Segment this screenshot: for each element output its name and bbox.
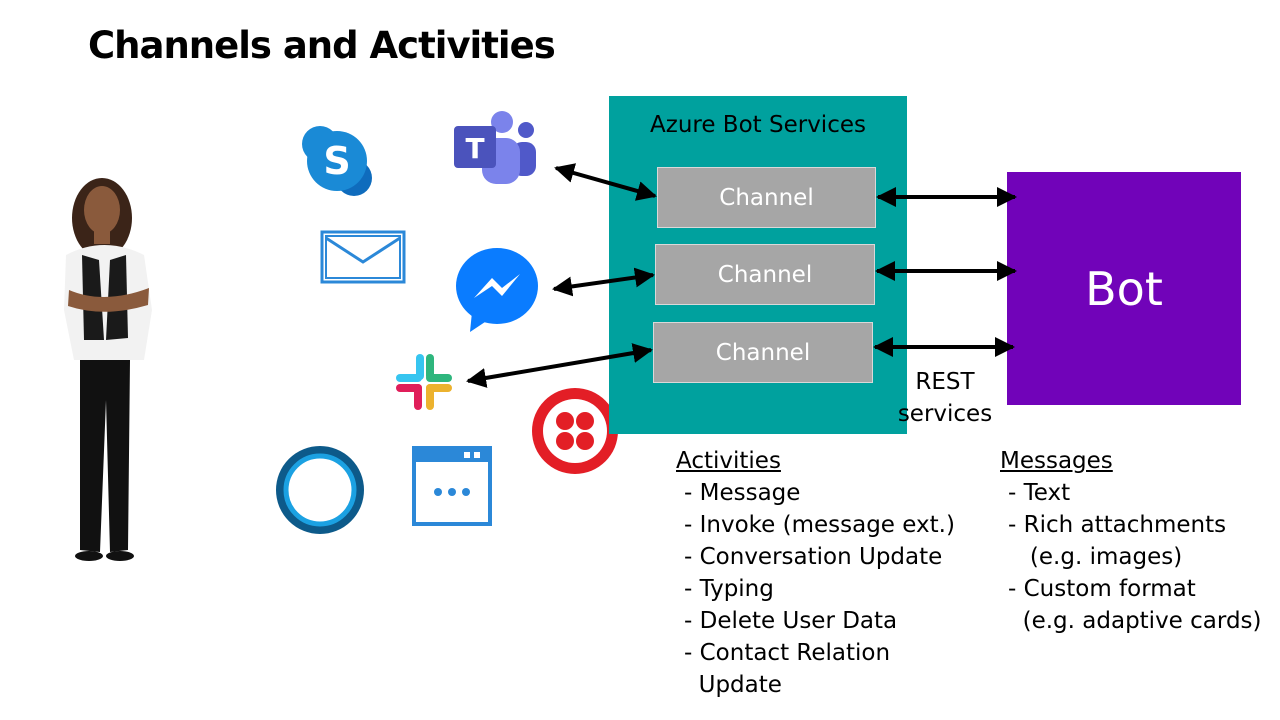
messenger-icon [456,248,538,332]
message-item: (e.g. images) [1008,544,1183,570]
azure-bot-services-label: Azure Bot Services [650,112,866,138]
activity-item: Update [684,672,782,698]
activity-item: - Typing [684,576,774,602]
bot-box: Bot [1007,172,1241,405]
svg-text:S: S [323,139,350,183]
webchat-icon [412,446,492,526]
rest-services-label: REST services [897,366,993,430]
skype-icon: S [302,126,372,196]
channel-box-1: Channel [657,167,876,228]
activities-list: Activities - Message - Invoke (message e… [676,445,976,701]
svg-text:T: T [465,132,484,165]
person-illustration [64,178,152,561]
email-icon [320,230,406,284]
activity-item: - Conversation Update [684,544,943,570]
page-title: Channels and Activities [88,24,556,67]
twilio-icon [532,388,618,474]
activity-item: - Contact Relation [684,640,891,666]
channel-box-3: Channel [653,322,873,383]
activities-heading: Activities [676,448,781,474]
channel-box-2: Channel [655,244,875,305]
message-item: - Custom format [1008,576,1196,602]
cortana-icon [276,446,364,534]
rest-label-line-2: services [897,401,993,427]
message-item: - Rich attachments [1008,512,1227,538]
activity-item: - Delete User Data [684,608,898,634]
message-item: (e.g. adaptive cards) [1008,608,1262,634]
activity-item: - Invoke (message ext.) [684,512,955,538]
messages-heading: Messages [1000,448,1113,474]
message-item: - Text [1008,480,1071,506]
rest-label-line-1: REST [915,369,975,395]
slack-icon [396,354,452,410]
activity-item: - Message [684,480,801,506]
messages-list: Messages - Text - Rich attachments (e.g.… [1000,445,1275,637]
teams-icon: T [454,111,536,184]
